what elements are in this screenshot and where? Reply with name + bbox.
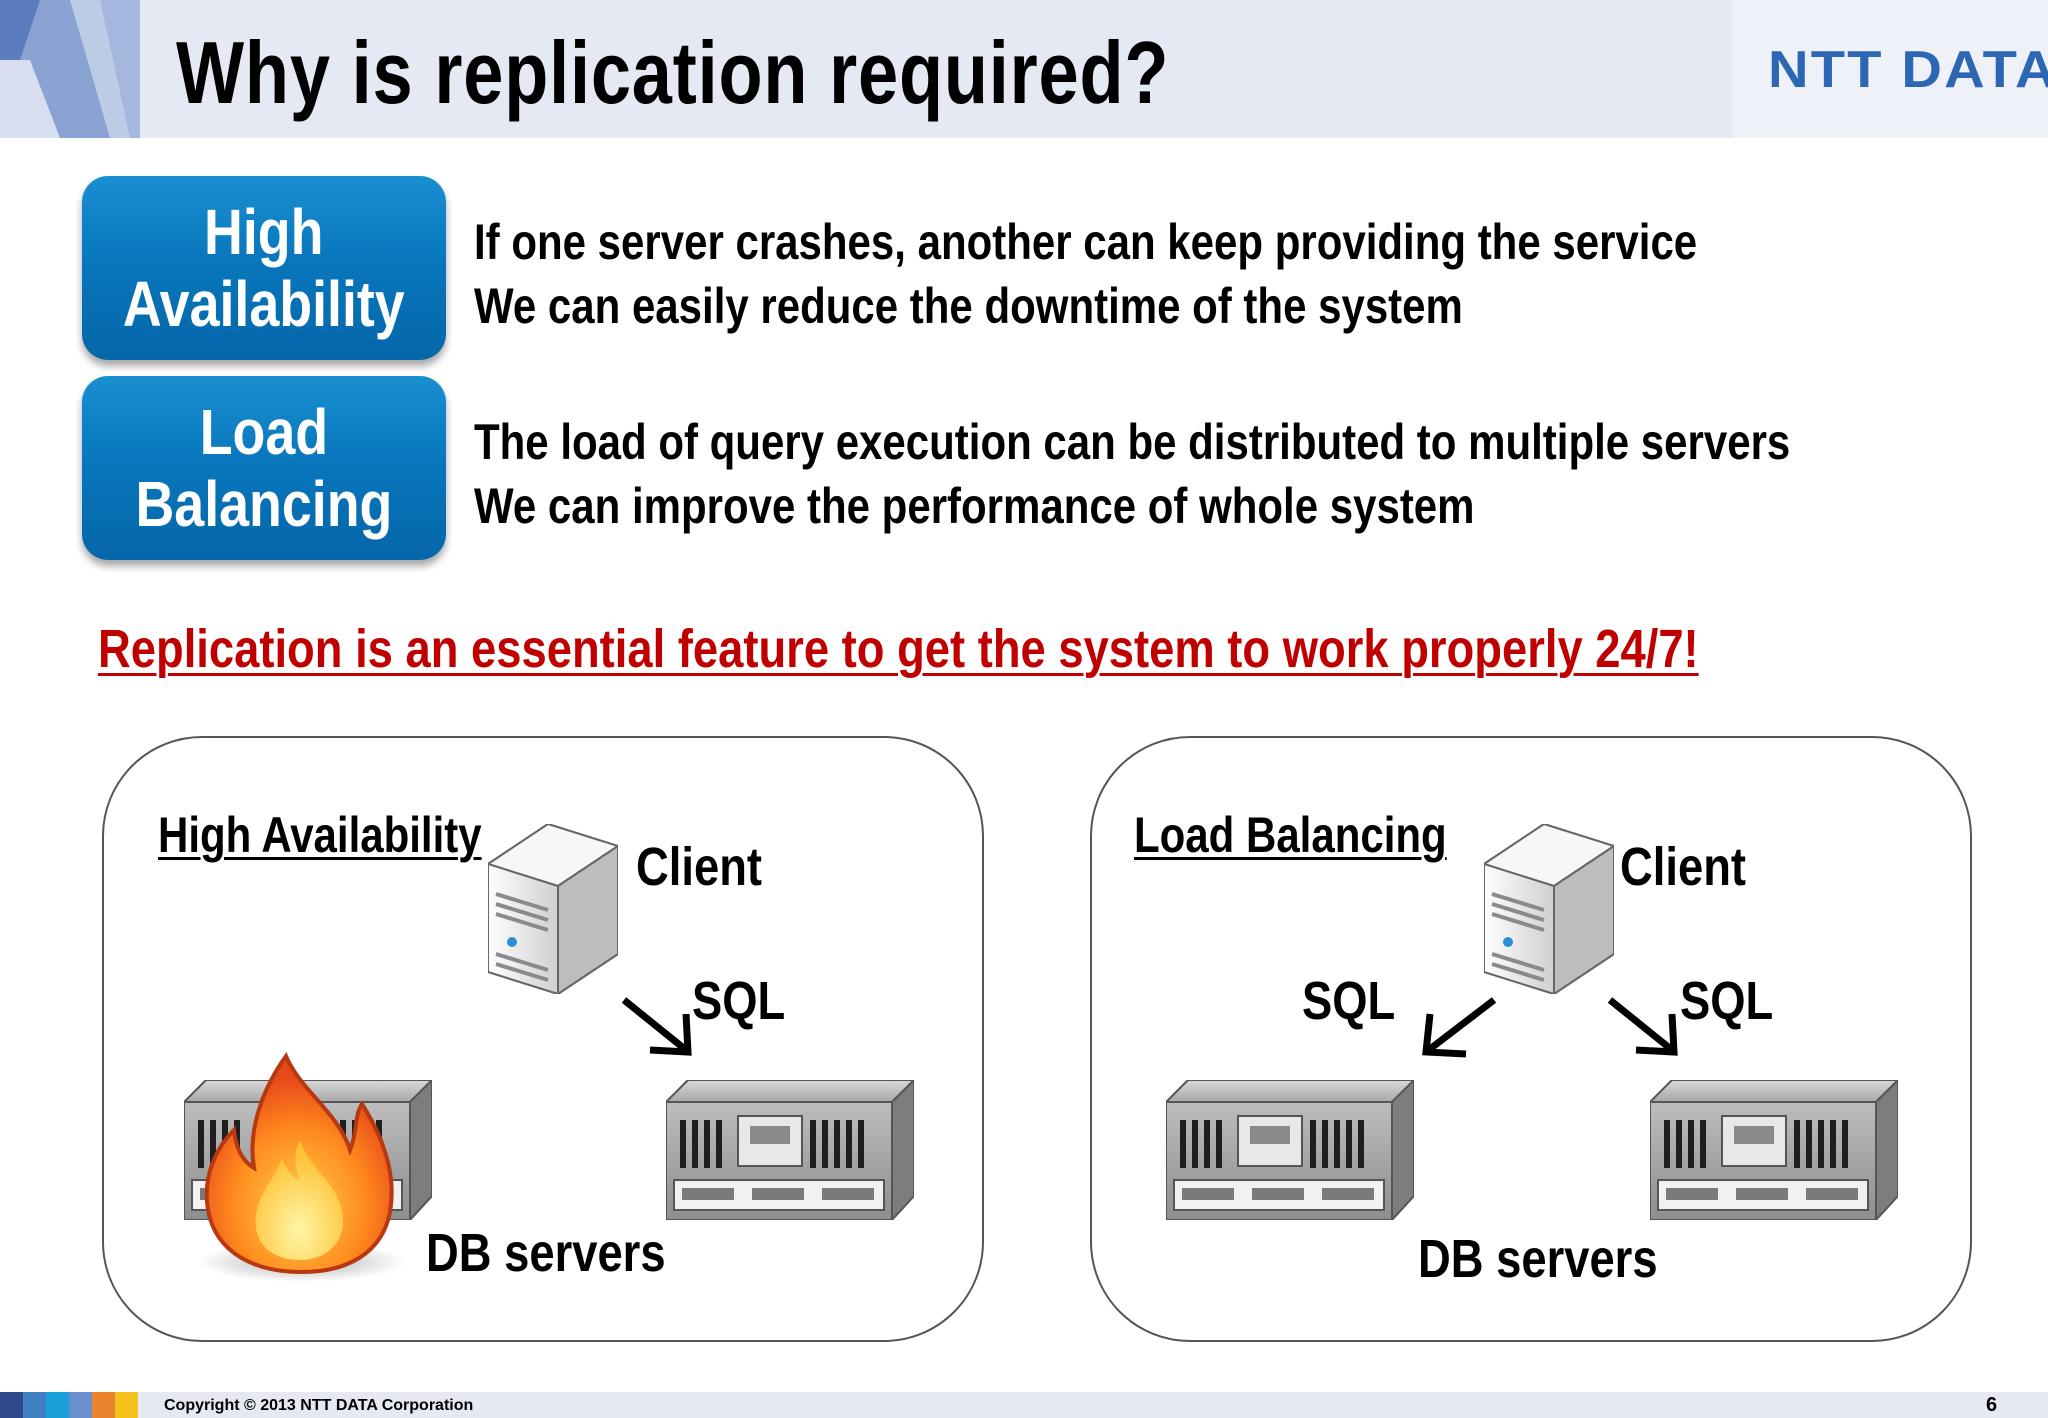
sql-label-right: SQL <box>1680 971 1774 1031</box>
badge-line: Load <box>199 396 329 468</box>
sql-label-left: SQL <box>1302 971 1396 1031</box>
client-computer-icon <box>488 824 618 994</box>
page-number: 6 <box>1986 1394 1998 1416</box>
description-line: If one server crashes, another can keep … <box>474 214 1698 270</box>
sql-label: SQL <box>692 971 786 1031</box>
arrow-down-left-icon <box>1422 997 1497 1058</box>
diagram-title: Load Balancing <box>1134 807 1447 863</box>
db-server-icon <box>1166 1080 1414 1220</box>
db-servers-label: DB servers <box>426 1223 666 1283</box>
arrow-down-right-icon <box>1607 997 1678 1056</box>
emphasis-statement: Replication is an essential feature to g… <box>98 619 1699 679</box>
client-label: Client <box>1620 837 1747 897</box>
description-line: The load of query execution can be distr… <box>474 414 1791 470</box>
db-servers-label: DB servers <box>1418 1229 1658 1289</box>
page-title: Why is replication required? <box>176 23 1170 122</box>
client-label: Client <box>636 837 763 897</box>
fire-icon <box>198 1051 406 1282</box>
badge-line: Balancing <box>135 468 393 540</box>
db-server-icon <box>666 1080 914 1220</box>
slide-footer <box>0 1392 2048 1418</box>
client-computer-icon <box>1484 824 1614 994</box>
db-server-icon <box>1650 1080 1898 1220</box>
description-high-availability: If one server crashes, another can keep … <box>474 210 1697 338</box>
badge-line: High <box>204 196 324 268</box>
header-decoration <box>0 0 140 138</box>
badge-load-balancing: Load Balancing <box>82 376 446 560</box>
arrow-down-right-icon <box>621 997 692 1056</box>
badge-high-availability: High Availability <box>82 176 446 360</box>
description-line: We can improve the performance of whole … <box>474 478 1475 534</box>
copyright-text: Copyright © 2013 NTT DATA Corporation <box>164 1397 474 1414</box>
badge-line: Availability <box>123 268 405 340</box>
description-line: We can easily reduce the downtime of the… <box>474 278 1463 334</box>
diagram-title: High Availability <box>158 807 482 863</box>
description-load-balancing: The load of query execution can be distr… <box>474 410 1790 538</box>
slide-header: Why is replication required? NTT DATA <box>0 0 2048 138</box>
company-logo: NTT DATA <box>1768 41 2048 99</box>
